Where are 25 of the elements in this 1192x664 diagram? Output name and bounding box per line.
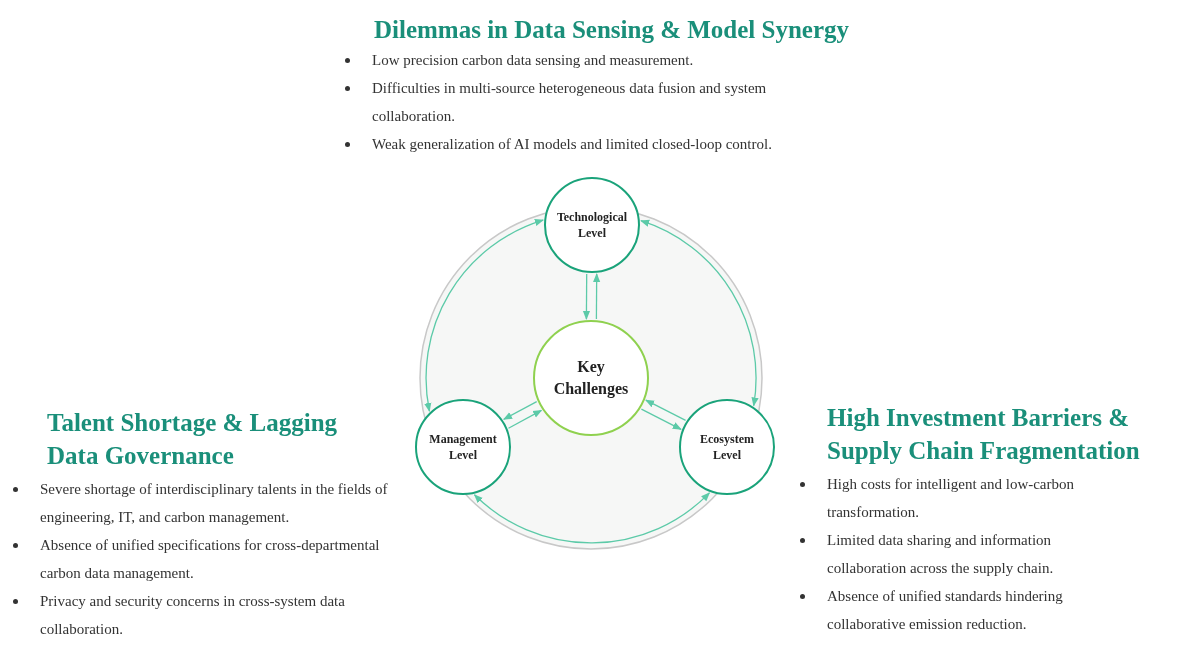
bullet-text: Limited data sharing and information collaboration across the supply chain. bbox=[827, 531, 1055, 578]
arrow bbox=[593, 273, 601, 320]
bullet-text: Difficulties in multi-source heterogeneous data fusion and system collaboration. bbox=[372, 79, 768, 126]
arrow bbox=[640, 220, 759, 407]
arrow bbox=[507, 409, 543, 429]
arrow bbox=[640, 408, 682, 430]
node-label: Management Level bbox=[428, 430, 498, 464]
bullet-text: Low precision carbon data sensing and measurement. bbox=[372, 51, 695, 70]
arrow bbox=[582, 273, 591, 320]
node-label: Key Challenges bbox=[552, 357, 630, 400]
arrow bbox=[503, 400, 538, 420]
bullet-text: Privacy and security concerns in cross-system data collaboration. bbox=[40, 592, 346, 639]
arrow bbox=[424, 219, 544, 412]
arrow bbox=[473, 492, 711, 544]
bullet-text: High costs for intelligent and low-carbon transformation. bbox=[827, 475, 1076, 522]
bullet-text: Absence of unified specifications for cross-departmental carbon data management. bbox=[40, 536, 381, 583]
arrow bbox=[645, 399, 687, 422]
section-heading: Talent Shortage & Lagging Data Governance bbox=[47, 408, 339, 471]
bullet-text: Weak generalization of AI models and limited closed-loop control. bbox=[372, 135, 773, 154]
section-heading: Dilemmas in Data Sensing & Model Synergy bbox=[374, 15, 850, 45]
node-label: Technological Level bbox=[555, 208, 629, 242]
bullet-text: Absence of unified standards hindering collaborative emission reduction. bbox=[827, 587, 1064, 634]
section-heading: High Investment Barriers & Supply Chain Fragmentation bbox=[827, 403, 1141, 466]
bullet-text: Severe shortage of interdisciplinary talents in the fields of engineering, IT, and carbon management. bbox=[40, 480, 389, 527]
node-label: Ecosystem Level bbox=[699, 430, 755, 464]
